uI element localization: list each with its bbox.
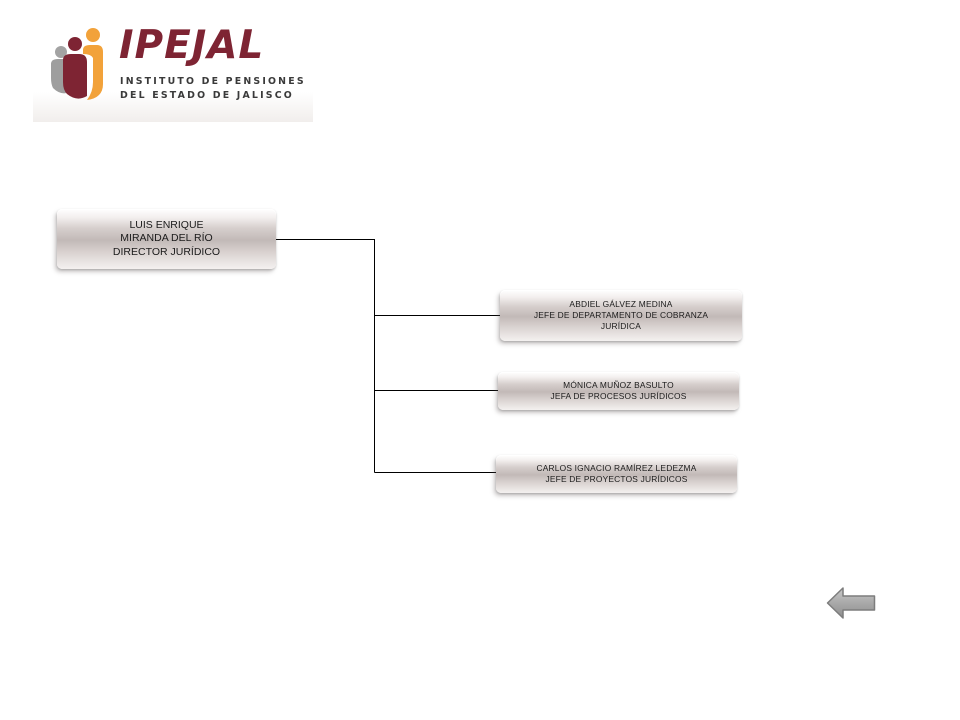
logo-wordmark: IPEJAL bbox=[119, 23, 265, 68]
director-name-line1: LUIS ENRIQUE bbox=[129, 218, 204, 231]
subordinate-title: JEFE DE PROYECTOS JURÍDICOS bbox=[545, 474, 688, 484]
director-name-line2: MIRANDA DEL RÍO bbox=[120, 232, 213, 245]
logo-subtitle-line2: DEL ESTADO DE JALISCO bbox=[120, 90, 294, 101]
ipejal-logo: IPEJAL INSTITUTO DE PENSIONES DEL ESTADO… bbox=[33, 22, 313, 122]
subordinate-name: CARLOS IGNACIO RAMÍREZ LEDEZMA bbox=[536, 463, 697, 474]
subordinate-box-proyectos: CARLOS IGNACIO RAMÍREZ LEDEZMA JEFE DE P… bbox=[496, 455, 737, 493]
back-button[interactable] bbox=[826, 586, 876, 620]
logo-subtitle-line1: INSTITUTO DE PENSIONES bbox=[120, 76, 306, 87]
connector-director-trunk bbox=[276, 239, 375, 473]
subordinate-name: ABDIEL GÁLVEZ MEDINA bbox=[569, 299, 673, 310]
subordinate-box-cobranza: ABDIEL GÁLVEZ MEDINA JEFE DE DEPARTAMENT… bbox=[500, 290, 742, 341]
left-arrow-icon bbox=[826, 587, 876, 619]
subordinate-title: JEFE DE DEPARTAMENTO DE COBRANZA JURÍDIC… bbox=[533, 310, 709, 331]
ipejal-emblem-icon bbox=[51, 28, 103, 100]
director-box: LUIS ENRIQUE MIRANDA DEL RÍO DIRECTOR JU… bbox=[57, 209, 276, 269]
subordinate-title: JEFA DE PROCESOS JURÍDICOS bbox=[550, 391, 687, 401]
subordinate-box-procesos: MÓNICA MUÑOZ BASULTO JEFA DE PROCESOS JU… bbox=[498, 372, 739, 410]
director-title: DIRECTOR JURÍDICO bbox=[112, 245, 221, 258]
subordinate-name: MÓNICA MUÑOZ BASULTO bbox=[563, 380, 674, 391]
